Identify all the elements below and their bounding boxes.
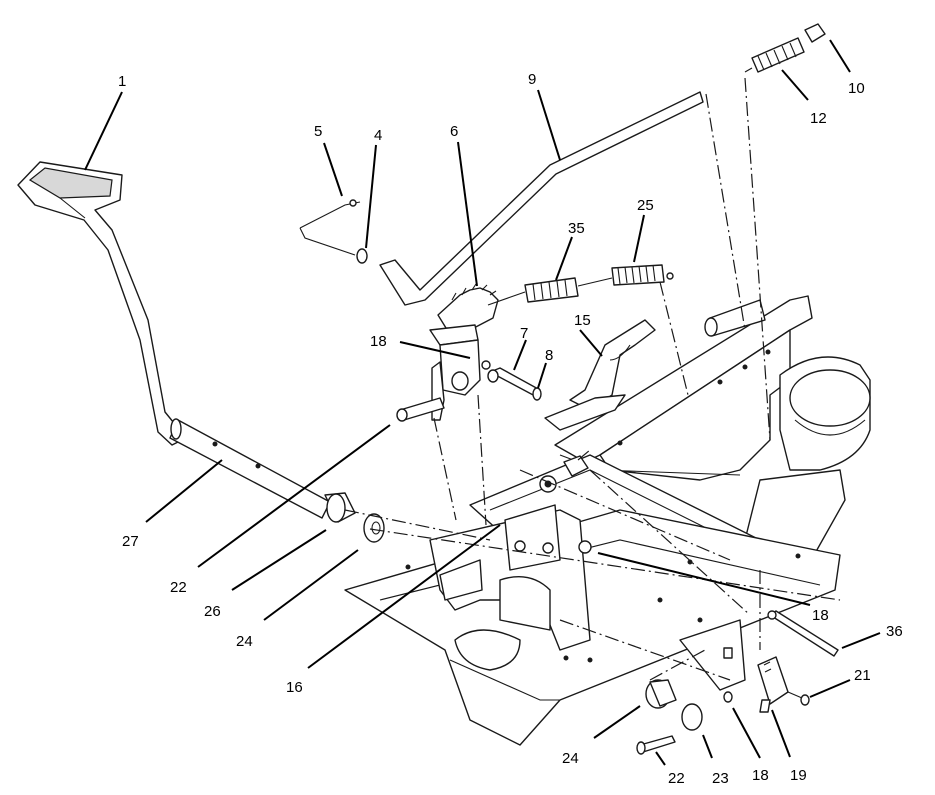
callout-27: 27 (122, 533, 139, 550)
callout-26: 26 (204, 603, 221, 620)
callout-6: 6 (450, 123, 458, 140)
callout-21: 21 (854, 667, 871, 684)
bushings-left (324, 492, 385, 543)
callout-10: 10 (848, 80, 865, 97)
callout-25: 25 (637, 197, 654, 214)
callout-22-b: 22 (668, 770, 685, 787)
callout-23: 23 (712, 770, 729, 787)
callout-18-c: 18 (752, 767, 769, 784)
springs (487, 264, 674, 306)
callout-7: 7 (520, 325, 528, 342)
callout-15: 15 (574, 312, 591, 329)
callout-18-b: 18 (812, 607, 829, 624)
ratchet-bracket (429, 283, 499, 421)
callout-24-a: 24 (236, 633, 253, 650)
bolts-upper (396, 360, 592, 554)
callout-35: 35 (568, 220, 585, 237)
callout-4: 4 (374, 127, 382, 144)
callout-19: 19 (790, 767, 807, 784)
latch-15 (544, 319, 656, 431)
callout-16: 16 (286, 679, 303, 696)
cotter-pin-washer (299, 199, 368, 264)
leader-lines (84, 39, 881, 766)
callout-1: 1 (118, 73, 126, 90)
lower-parts (636, 610, 839, 755)
brake-rod (379, 91, 704, 306)
callout-9: 9 (528, 71, 536, 88)
alignment-lines (344, 77, 841, 681)
callout-5: 5 (314, 123, 322, 140)
callout-12: 12 (810, 110, 827, 127)
frame-holes (405, 349, 801, 663)
spring-nut-top (744, 23, 826, 73)
callout-8: 8 (545, 347, 553, 364)
callout-36: 36 (886, 623, 903, 640)
pedal-arm (17, 161, 331, 519)
callout-18-a: 18 (370, 333, 387, 350)
callout-24-b: 24 (562, 750, 579, 767)
frame (344, 295, 871, 746)
callout-22-a: 22 (170, 579, 187, 596)
callouts: 1 5 4 6 9 35 25 10 12 18 7 8 15 27 22 26… (118, 71, 903, 787)
